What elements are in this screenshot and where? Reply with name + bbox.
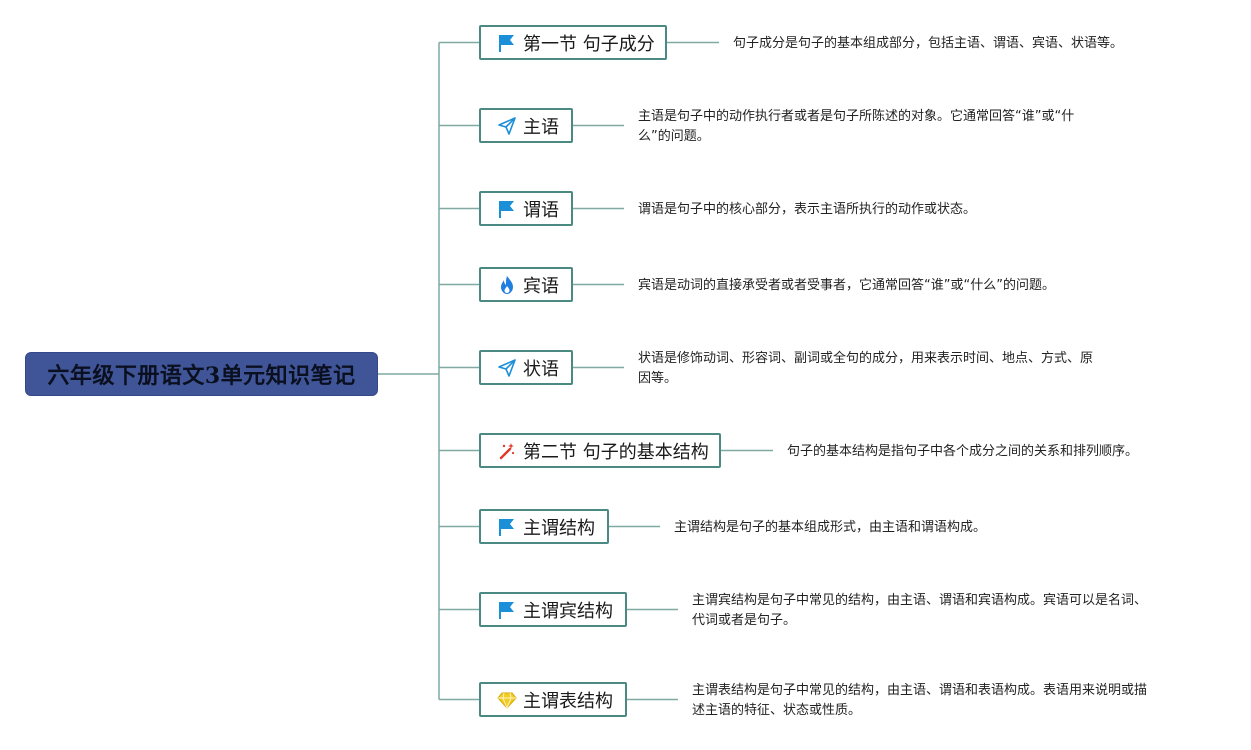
topic-label: 谓语 <box>523 199 559 221</box>
flag-icon <box>497 600 517 620</box>
diamond-icon <box>497 690 517 710</box>
topic-label: 宾语 <box>523 275 559 297</box>
description-line: 谓语是句子中的核心部分，表示主语所执行的动作或状态。 <box>638 202 977 217</box>
topic-description: 谓语是句子中的核心部分，表示主语所执行的动作或状态。 <box>638 200 976 220</box>
flag-icon <box>497 33 517 53</box>
topic-node-sv-structure[interactable]: 主谓结构 <box>479 509 609 544</box>
description-line: 句子的基本结构是指句子中各个成分之间的关系和排列顺序。 <box>787 444 1139 459</box>
topic-node-subject[interactable]: 主语 <box>479 108 573 143</box>
topic-node-object[interactable]: 宾语 <box>479 267 573 302</box>
topic-label: 主语 <box>523 116 559 138</box>
description-line: 代词或者是句子。 <box>692 613 797 628</box>
topic-description: 主谓宾结构是句子中常见的结构，由主语、谓语和宾语构成。宾语可以是名词、 代词或者… <box>692 591 1147 631</box>
topic-label: 第二节 句子的基本结构 <box>523 441 709 463</box>
topic-node-svo-structure[interactable]: 主谓宾结构 <box>479 592 627 627</box>
topic-description: 状语是修饰动词、形容词、副词或全句的成分，用来表示时间、地点、方式、原 因等。 <box>638 349 1093 389</box>
topic-label: 第一节 句子成分 <box>523 33 655 55</box>
topic-description: 主语是句子中的动作执行者或者是句子所陈述的对象。它通常回答“谁”或“什 么”的问… <box>638 107 1074 147</box>
topic-label: 主谓表结构 <box>523 690 613 712</box>
topic-description: 主谓结构是句子的基本组成形式，由主语和谓语构成。 <box>674 518 986 538</box>
topic-label: 主谓结构 <box>523 517 595 539</box>
description-line: 宾语是动词的直接承受者或者受事者，它通常回答“谁”或“什么”的问题。 <box>638 278 1055 293</box>
description-line: 么”的问题。 <box>638 129 710 144</box>
topic-node-predicate[interactable]: 谓语 <box>479 191 573 226</box>
description-line: 句子成分是句子的基本组成部分，包括主语、谓语、宾语、状语等。 <box>733 36 1124 51</box>
description-line: 状语是修饰动词、形容词、副词或全句的成分，用来表示时间、地点、方式、原 <box>638 351 1094 366</box>
send-icon <box>497 358 517 378</box>
wand-icon <box>497 441 517 461</box>
description-line: 主谓宾结构是句子中常见的结构，由主语、谓语和宾语构成。宾语可以是名词、 <box>692 593 1148 608</box>
description-line: 因等。 <box>638 371 678 386</box>
description-line: 主谓表结构是句子中常见的结构，由主语、谓语和表语构成。表语用来说明或描 <box>692 683 1148 698</box>
description-line: 主语是句子中的动作执行者或者是句子所陈述的对象。它通常回答“谁”或“什 <box>638 109 1075 124</box>
topic-label: 主谓宾结构 <box>523 600 613 622</box>
flag-icon <box>497 517 517 537</box>
root-node[interactable]: 六年级下册语文3单元知识笔记 <box>25 352 378 396</box>
topic-node-section-2[interactable]: 第二节 句子的基本结构 <box>479 433 721 468</box>
topic-node-adverbial[interactable]: 状语 <box>479 350 573 385</box>
topic-label: 状语 <box>523 358 559 380</box>
topic-node-section-1[interactable]: 第一节 句子成分 <box>479 25 667 60</box>
description-line: 述主语的特征、状态或性质。 <box>692 703 862 718</box>
flag-icon <box>497 199 517 219</box>
topic-description: 句子的基本结构是指句子中各个成分之间的关系和排列顺序。 <box>787 442 1138 462</box>
fire-icon <box>497 275 517 295</box>
topic-node-svc-structure[interactable]: 主谓表结构 <box>479 682 627 717</box>
topic-description: 主谓表结构是句子中常见的结构，由主语、谓语和表语构成。表语用来说明或描 述主语的… <box>692 681 1147 721</box>
description-line: 主谓结构是句子的基本组成形式，由主语和谓语构成。 <box>674 520 987 535</box>
topic-description: 句子成分是句子的基本组成部分，包括主语、谓语、宾语、状语等。 <box>733 34 1123 54</box>
topic-description: 宾语是动词的直接承受者或者受事者，它通常回答“谁”或“什么”的问题。 <box>638 276 1055 296</box>
send-icon <box>497 116 517 136</box>
